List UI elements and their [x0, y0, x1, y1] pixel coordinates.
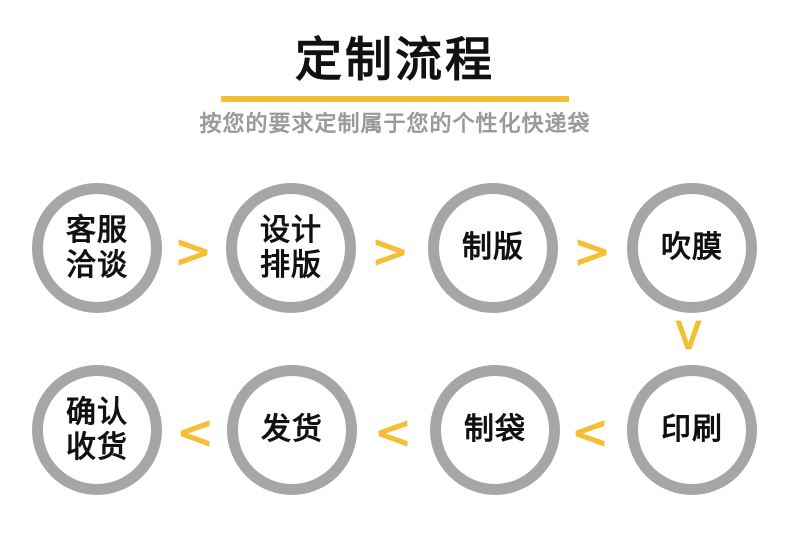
step-circle-customer-service: 客服 洽谈 [32, 183, 162, 313]
step-label: 确认 收货 [66, 395, 128, 464]
step-circle-confirm-receipt: 确认 收货 [32, 365, 162, 495]
step-label: 印刷 [661, 413, 723, 447]
step-circle-design-layout: 设计 排版 [226, 183, 356, 313]
step-label: 制版 [462, 231, 524, 265]
arrow-right-icon: > [370, 224, 410, 278]
page-subtitle: 按您的要求定制属于您的个性化快递袋 [199, 111, 591, 136]
page-title: 定制流程 [295, 33, 495, 86]
step-circle-film-blowing: 吹膜 [627, 183, 757, 313]
step-label: 吹膜 [661, 231, 723, 265]
arrow-down-icon: > [663, 315, 717, 355]
step-circle-shipping: 发货 [227, 365, 357, 495]
arrow-left-icon: < [373, 405, 413, 459]
title-underline [221, 96, 569, 102]
step-label: 客服 洽谈 [66, 213, 128, 282]
arrow-right-icon: > [173, 224, 213, 278]
step-label: 制袋 [464, 413, 526, 447]
step-label: 发货 [261, 413, 323, 447]
arrow-left-icon: < [570, 405, 610, 459]
step-label: 设计 排版 [260, 213, 322, 282]
arrow-left-icon: < [175, 405, 215, 459]
arrow-right-icon: > [572, 224, 612, 278]
step-circle-bag-making: 制袋 [430, 365, 560, 495]
step-circle-printing: 印刷 [627, 365, 757, 495]
step-circle-plate-making: 制版 [428, 183, 558, 313]
